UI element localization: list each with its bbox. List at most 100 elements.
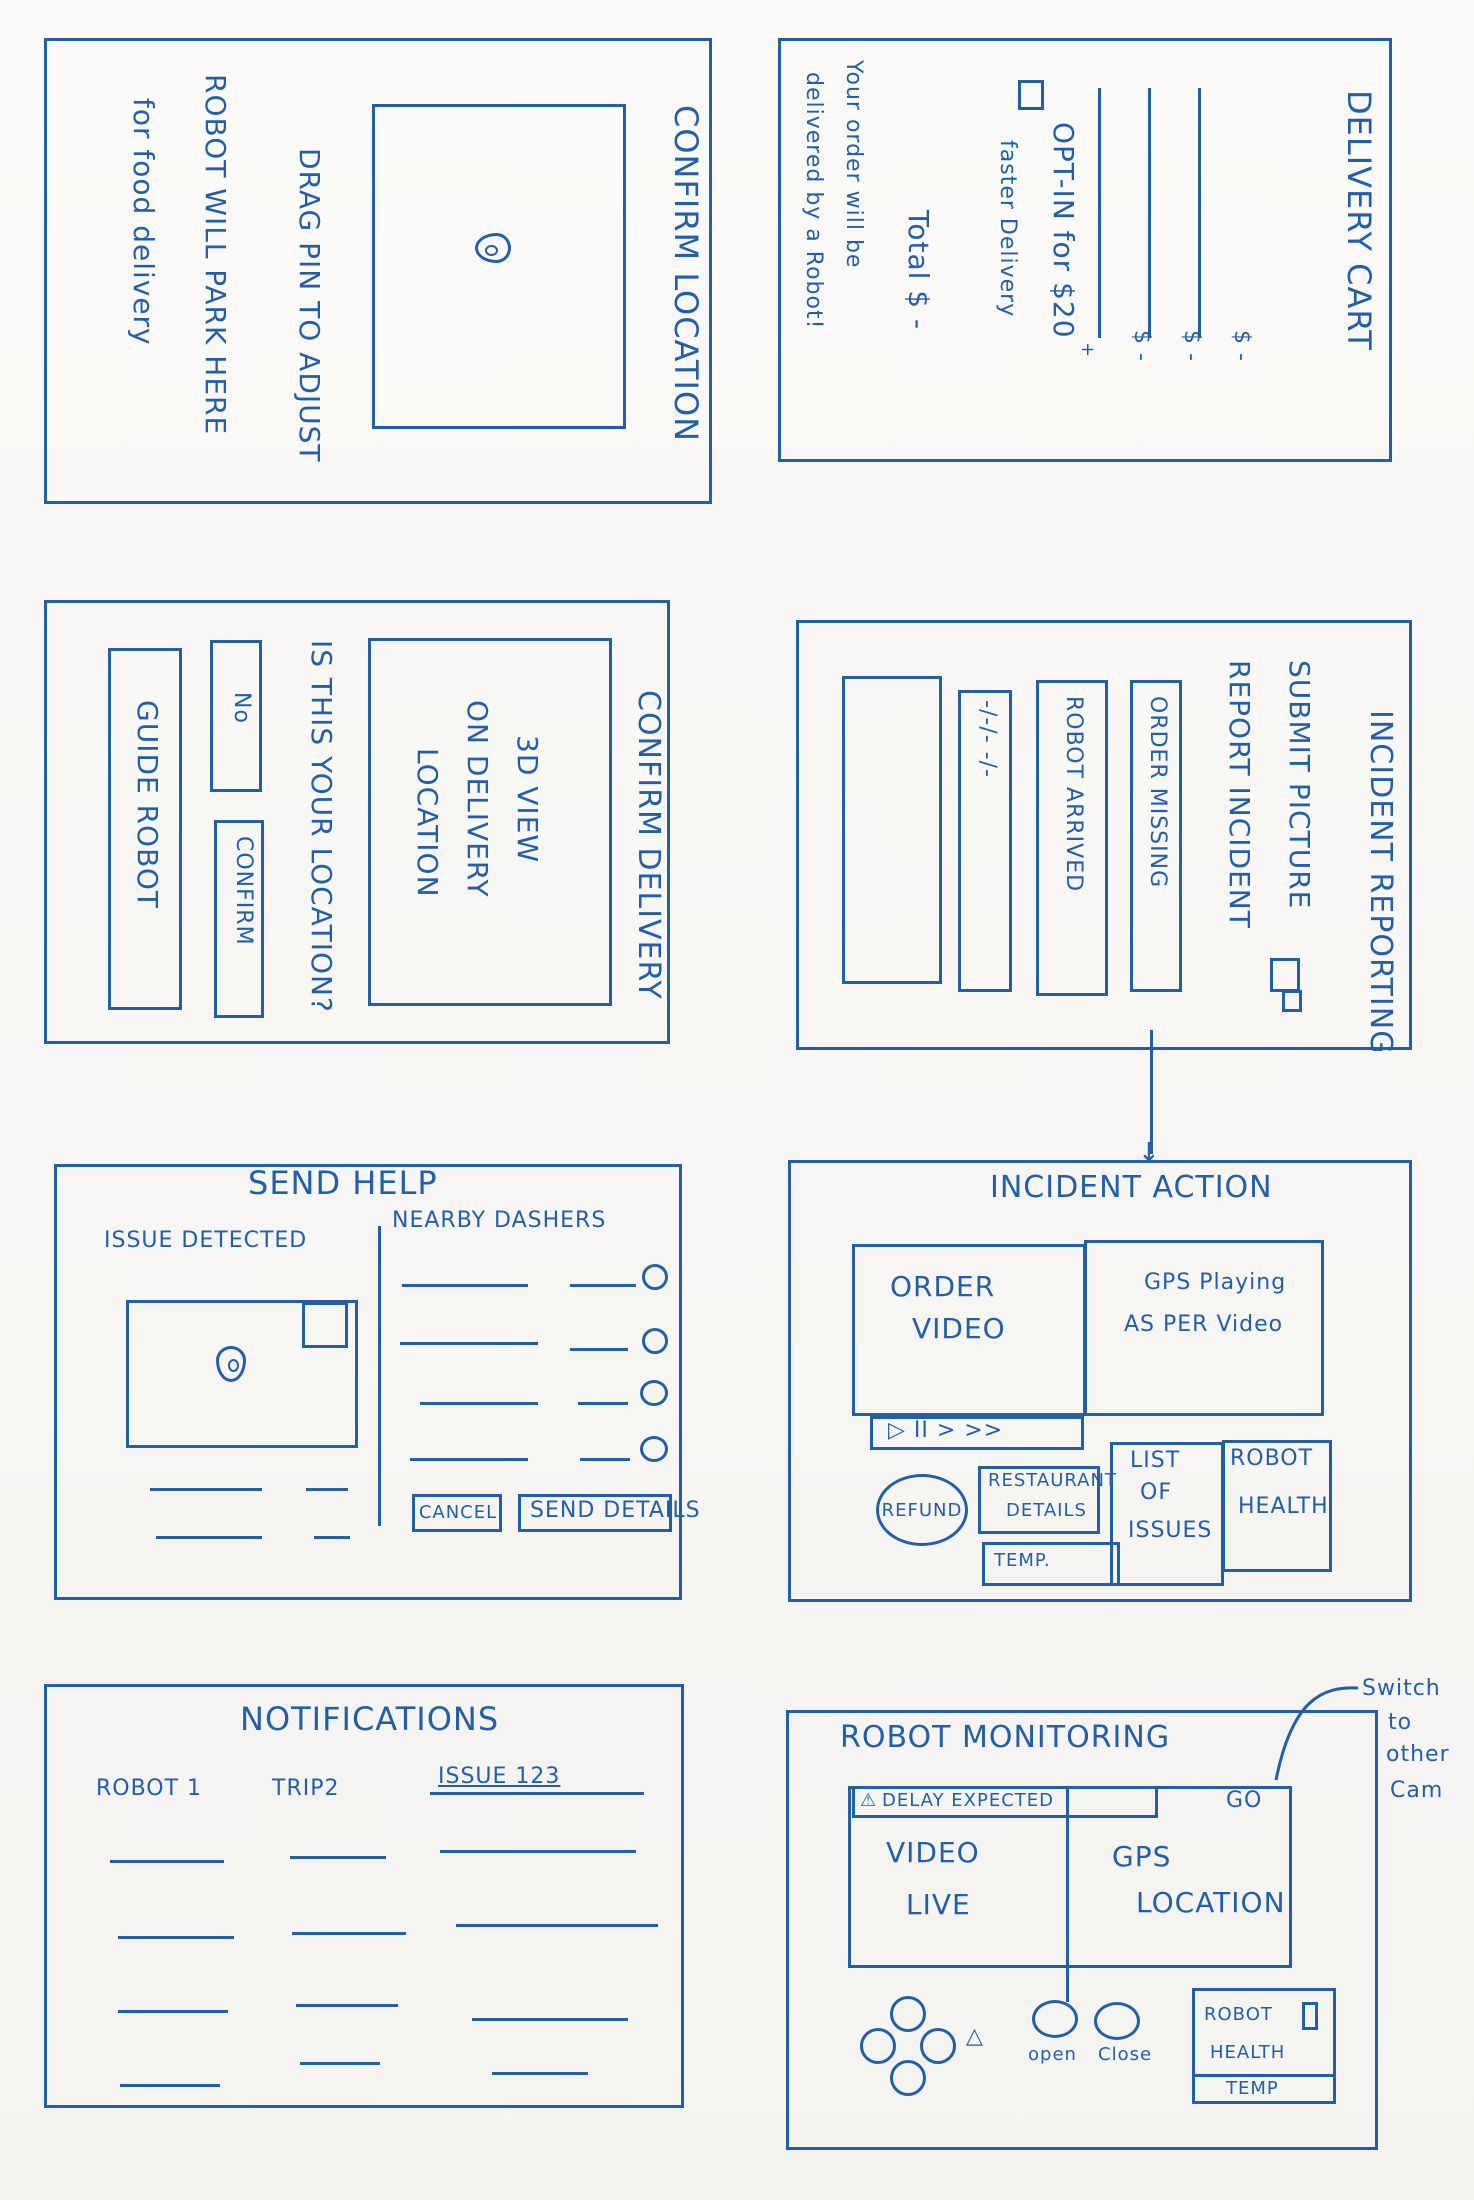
- dasher-row[interactable]: [410, 1458, 528, 1461]
- opt-in-superscript: +: [1077, 342, 1098, 359]
- notification-row[interactable]: [472, 2018, 628, 2021]
- dpad-up-icon[interactable]: [890, 1996, 926, 2032]
- dasher-row[interactable]: [570, 1348, 628, 1351]
- switch-cam-note-line3: other: [1386, 1742, 1450, 1767]
- robot-delivery-note-line1: Your order will be: [841, 60, 866, 269]
- order-missing-label: ORDER MISSING: [1145, 696, 1170, 889]
- switch-camera-button[interactable]: GO: [1226, 1788, 1263, 1813]
- robot-health-line2: HEALTH: [1238, 1494, 1329, 1519]
- list-of-issues-line3: ISSUES: [1128, 1518, 1213, 1543]
- notification-row[interactable]: [110, 1860, 224, 1863]
- refund-button[interactable]: [876, 1474, 968, 1546]
- confirm-button[interactable]: [214, 820, 264, 1018]
- restaurant-details-button[interactable]: [978, 1466, 1100, 1534]
- order-video-line1: ORDER: [890, 1270, 996, 1303]
- notification-row[interactable]: [296, 2004, 398, 2007]
- hazard-icon[interactable]: △: [966, 2024, 984, 2049]
- open-lid-button[interactable]: [1032, 2000, 1078, 2038]
- submit-picture-label: SUBMIT PICTURE: [1283, 660, 1316, 910]
- expand-map-icon[interactable]: [302, 1302, 348, 1348]
- tab-trip-2[interactable]: TRIP2: [272, 1776, 340, 1801]
- robot-health-line1: ROBOT: [1230, 1446, 1314, 1471]
- opt-in-label: OPT-IN for $20: [1047, 122, 1080, 339]
- cancel-button[interactable]: [412, 1494, 502, 1532]
- playback-controls[interactable]: [870, 1416, 1084, 1450]
- robot-arrived-option[interactable]: [1036, 680, 1108, 996]
- dasher-row[interactable]: [400, 1342, 538, 1345]
- tab-issue-123[interactable]: ISSUE 123: [438, 1764, 561, 1789]
- dasher-call-icon[interactable]: [642, 1328, 668, 1354]
- close-lid-button[interactable]: [1094, 2002, 1140, 2040]
- dasher-call-icon[interactable]: [642, 1264, 668, 1290]
- cart-item-line: [1148, 88, 1151, 338]
- no-button[interactable]: [210, 640, 262, 792]
- video-live-line2: LIVE: [906, 1888, 971, 1921]
- panel-divider: [378, 1226, 381, 1526]
- date-time-field[interactable]: [958, 690, 1012, 992]
- temp-label: TEMP.: [994, 1550, 1051, 1571]
- close-label: Close: [1098, 2044, 1153, 2065]
- dasher-row[interactable]: [402, 1284, 528, 1287]
- issue-map[interactable]: [126, 1300, 358, 1448]
- issue-detail-line: [306, 1488, 348, 1491]
- location-question: IS THIS YOUR LOCATION?: [305, 640, 338, 1013]
- incident-action-screen: [788, 1160, 1412, 1602]
- notification-row[interactable]: [120, 2084, 220, 2087]
- notification-row[interactable]: [118, 2010, 228, 2013]
- dasher-row[interactable]: [580, 1458, 630, 1461]
- notification-row[interactable]: [292, 1932, 406, 1935]
- list-of-issues-line1: LIST: [1130, 1448, 1181, 1473]
- guide-robot-button[interactable]: [108, 648, 182, 1010]
- confirm-location-title: CONFIRM LOCATION: [667, 105, 705, 443]
- gps-playback-panel[interactable]: [1084, 1240, 1324, 1416]
- dpad-down-icon[interactable]: [890, 2060, 926, 2096]
- notification-row[interactable]: [300, 2062, 380, 2065]
- 3d-view-line1: 3D VIEW: [511, 735, 544, 864]
- notification-row[interactable]: [290, 1856, 386, 1859]
- notification-row[interactable]: [118, 1936, 234, 1939]
- dasher-row[interactable]: [578, 1402, 628, 1405]
- dasher-call-icon[interactable]: [640, 1436, 668, 1462]
- dpad-left-icon[interactable]: [860, 2028, 896, 2064]
- tab-robot-1[interactable]: ROBOT 1: [96, 1776, 203, 1801]
- notification-row[interactable]: [440, 1850, 636, 1853]
- send-help-title: SEND HELP: [248, 1164, 438, 1202]
- notification-row[interactable]: [456, 1924, 658, 1927]
- send-details-button[interactable]: [518, 1494, 672, 1532]
- notifications-screen: [44, 1684, 684, 2108]
- guide-robot-label: GUIDE ROBOT: [131, 700, 164, 909]
- camera-icon[interactable]: [1270, 958, 1300, 992]
- dpad-right-icon[interactable]: [920, 2028, 956, 2064]
- flow-arrow: [1150, 1030, 1153, 1154]
- robot-health-panel[interactable]: [1192, 1988, 1336, 2104]
- feed-divider: [1066, 1786, 1069, 2002]
- issue-detail-line: [314, 1536, 350, 1539]
- robot-park-note-line2: for food delivery: [127, 98, 160, 346]
- delay-alert-banner: [852, 1786, 1158, 1818]
- list-of-issues-line2: OF: [1140, 1480, 1172, 1505]
- dasher-row[interactable]: [420, 1402, 538, 1405]
- restaurant-details-line2: DETAILS: [1006, 1500, 1087, 1521]
- delay-alert-text: DELAY EXPECTED: [882, 1790, 1055, 1811]
- confirm-location-screen: [44, 38, 712, 504]
- map-view[interactable]: [372, 104, 626, 429]
- robot-health-panel[interactable]: [1222, 1440, 1332, 1572]
- notification-row[interactable]: [492, 2072, 588, 2075]
- location-pin-icon[interactable]: [475, 233, 511, 263]
- order-missing-option[interactable]: [1130, 680, 1182, 992]
- open-label: open: [1028, 2044, 1077, 2065]
- cart-item-price: $ -: [1229, 330, 1254, 362]
- incident-description-input[interactable]: [842, 676, 942, 984]
- camera-icon-inner: [1282, 990, 1302, 1012]
- 3d-view-panel[interactable]: [368, 638, 612, 1006]
- dasher-row[interactable]: [570, 1284, 636, 1287]
- robot-monitoring-title: ROBOT MONITORING: [840, 1720, 1171, 1755]
- issue-detail-line: [150, 1488, 262, 1491]
- opt-in-checkbox[interactable]: [1018, 80, 1044, 110]
- robot-monitoring-screen: [786, 1710, 1378, 2150]
- drag-pin-hint: DRAG PIN TO ADJUST: [293, 148, 326, 463]
- temp-button[interactable]: [982, 1542, 1120, 1586]
- 3d-view-line3: LOCATION: [411, 748, 444, 898]
- cart-item-price: $ -: [1179, 330, 1204, 362]
- dasher-call-icon[interactable]: [640, 1380, 668, 1406]
